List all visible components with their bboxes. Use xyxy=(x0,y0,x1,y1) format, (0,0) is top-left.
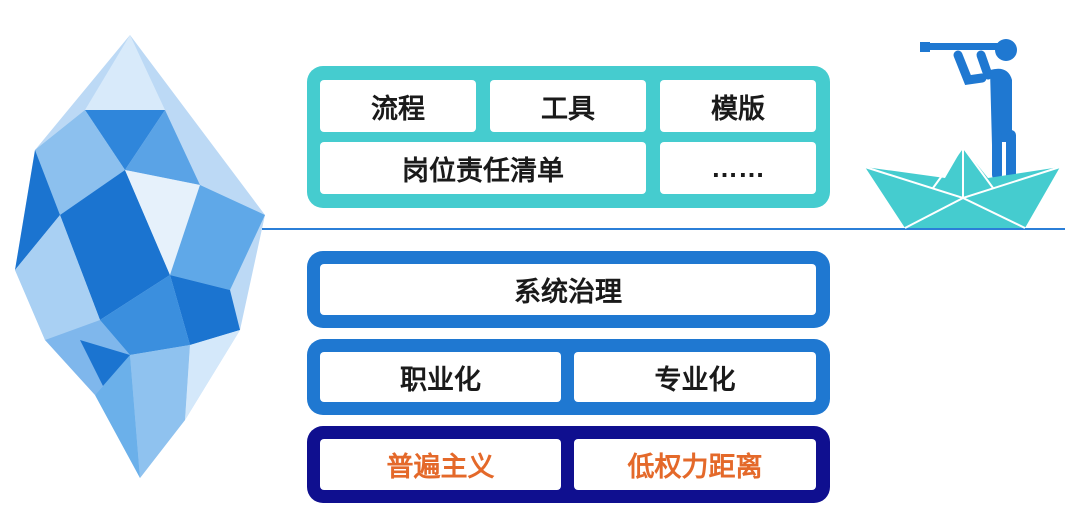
above-water-group: 流程 工具 模版 岗位责任清单 …… xyxy=(307,66,830,208)
iceberg-illustration xyxy=(15,35,265,478)
system-governance: 系统治理 xyxy=(320,264,816,315)
item-job-responsibility-list: 岗位责任清单 xyxy=(320,142,646,194)
vocationalization: 职业化 xyxy=(320,352,561,402)
system-governance-group: 系统治理 xyxy=(307,251,830,328)
waterline xyxy=(262,228,1065,230)
specialization: 专业化 xyxy=(574,352,816,402)
boat-with-lookout-illustration xyxy=(864,39,1061,229)
item-ellipsis: …… xyxy=(660,142,816,194)
universalism: 普遍主义 xyxy=(320,439,561,490)
culture-group: 普遍主义 低权力距离 xyxy=(307,426,830,503)
item-templates: 模版 xyxy=(660,80,816,132)
item-process: 流程 xyxy=(320,80,476,132)
person-with-telescope-icon xyxy=(920,39,1017,180)
professionalization-group: 职业化 专业化 xyxy=(307,339,830,415)
paper-boat-icon xyxy=(864,145,1061,229)
low-power-distance: 低权力距离 xyxy=(574,439,816,490)
item-tools: 工具 xyxy=(490,80,646,132)
